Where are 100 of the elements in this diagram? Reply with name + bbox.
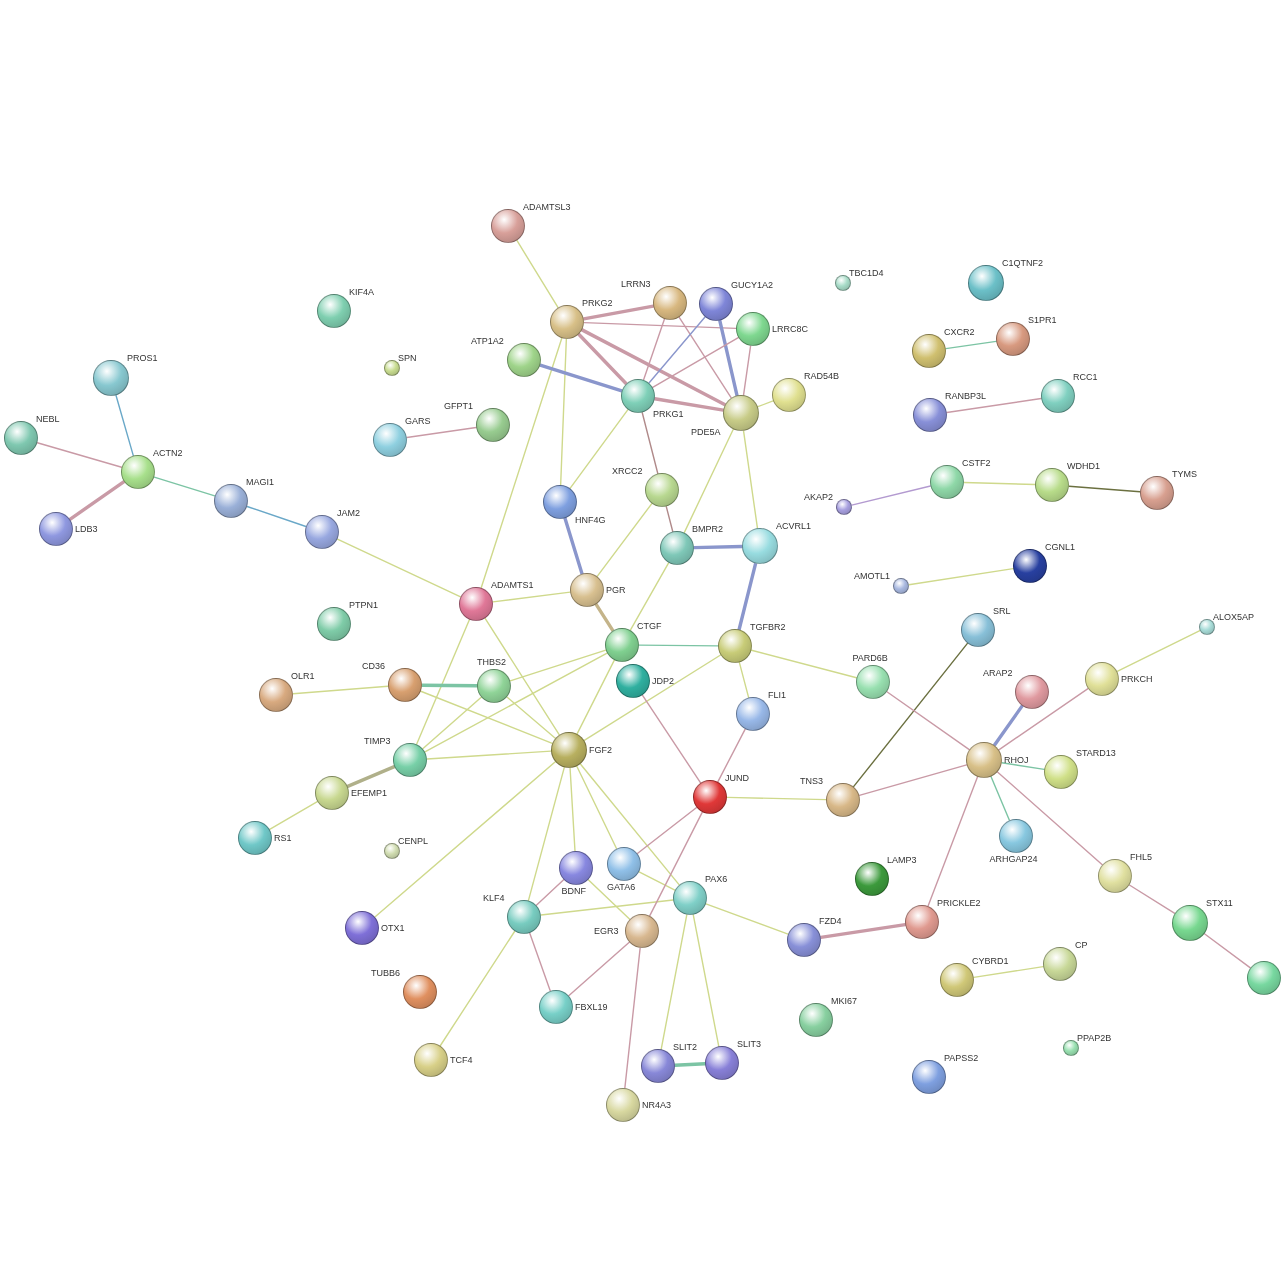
- gene-label: GATA6: [607, 882, 637, 893]
- interaction-line: [692, 914, 720, 1047]
- interaction-line: [624, 947, 641, 1089]
- gene-label: FZD4: [819, 916, 843, 927]
- gene-label: PRKG1: [653, 409, 685, 420]
- interaction-line: [665, 505, 674, 533]
- gene-label: JUND: [725, 773, 750, 784]
- gene-label: PROS1: [127, 353, 159, 364]
- gene-label: TUBB6: [371, 968, 401, 979]
- interaction-line: [738, 661, 750, 699]
- gene-label: BMPR2: [692, 524, 724, 535]
- interaction-line: [439, 930, 516, 1047]
- interaction-line: [529, 932, 551, 992]
- interaction-line: [480, 337, 563, 589]
- gene-label: C1QTNF2: [1002, 258, 1044, 269]
- gene-label: ADAMTS1: [491, 580, 535, 591]
- interaction-line: [750, 649, 858, 679]
- gene-label: CGNL1: [1045, 542, 1076, 553]
- gene-label: LDB3: [75, 523, 99, 535]
- interaction-line: [673, 1062, 707, 1067]
- gene-label: FGF2: [589, 744, 613, 756]
- interaction-line: [492, 591, 571, 603]
- interaction-line: [424, 652, 608, 753]
- interaction-line: [269, 800, 318, 831]
- gene-label: STX11: [1206, 898, 1234, 909]
- interaction-line: [506, 696, 556, 740]
- interaction-line: [579, 763, 680, 886]
- interaction-line: [638, 644, 719, 647]
- interaction-line: [577, 332, 628, 386]
- interaction-line: [569, 409, 629, 489]
- interaction-line: [516, 239, 559, 309]
- gene-label: KLF4: [483, 893, 506, 904]
- interaction-line: [246, 505, 307, 528]
- interaction-line: [153, 476, 216, 497]
- gene-label: PAPSS2: [944, 1053, 980, 1064]
- gene-label: TYMS: [1172, 469, 1198, 480]
- gene-label: RS1: [274, 832, 293, 844]
- interaction-line: [851, 485, 932, 506]
- gene-label: LAMP3: [887, 855, 918, 866]
- interaction-line: [886, 691, 970, 751]
- gene-label: ATP1A2: [471, 336, 505, 347]
- gene-label: WDHD1: [1067, 461, 1101, 472]
- interaction-line: [757, 400, 774, 408]
- gene-label: SLIT2: [673, 1042, 698, 1053]
- interaction-line: [559, 338, 568, 486]
- interaction-line: [653, 397, 725, 412]
- gene-label: EFEMP1: [351, 787, 388, 799]
- gene-label: AMOTL1: [854, 571, 891, 582]
- interaction-line: [652, 336, 739, 389]
- gene-label: FHL5: [1130, 852, 1153, 863]
- gene-label: ACVRL1: [776, 521, 812, 532]
- gene-label: SRL: [993, 606, 1012, 617]
- gene-label: GUCY1A2: [731, 280, 775, 291]
- gene-label: PTPN1: [349, 600, 379, 611]
- gene-label: PRKG2: [582, 298, 614, 309]
- interaction-line: [641, 411, 659, 475]
- interaction-line: [648, 316, 706, 384]
- interaction-line: [580, 328, 727, 407]
- interaction-line: [1203, 933, 1252, 969]
- gene-label: ARHGAP24: [989, 854, 1039, 865]
- interaction-line: [742, 430, 759, 529]
- interaction-line: [992, 704, 1024, 747]
- interaction-line: [692, 544, 744, 550]
- gene-label: PRKCH: [1121, 673, 1154, 685]
- interaction-line: [996, 771, 1103, 866]
- gene-label: CYBRD1: [972, 956, 1010, 967]
- interaction-line: [945, 340, 997, 350]
- gene-label: HNF4G: [575, 515, 607, 526]
- interaction-line: [705, 903, 789, 935]
- gene-label: SPN: [398, 353, 418, 364]
- gene-label: PGR: [606, 584, 627, 596]
- interaction-line: [742, 345, 752, 396]
- interaction-line: [1068, 485, 1141, 493]
- interaction-line: [374, 761, 557, 918]
- gene-label: LRRC8C: [772, 323, 809, 335]
- gene-label: MKI67: [831, 996, 858, 1007]
- gene-label: CTGF: [637, 621, 663, 632]
- gene-label: TIMP3: [364, 736, 392, 747]
- gene-label: CSTF2: [962, 458, 992, 469]
- gene-label: THBS2: [477, 657, 507, 668]
- gene-label: SLIT3: [737, 1039, 762, 1050]
- gene-label: CXCR2: [944, 327, 976, 338]
- interaction-line: [858, 764, 968, 797]
- interaction-line: [908, 567, 1014, 586]
- gene-label: KIF4A: [349, 287, 375, 298]
- gene-label: GARS: [405, 416, 432, 427]
- interaction-line: [535, 878, 565, 907]
- gene-label: AKAP2: [804, 492, 835, 503]
- gene-label: ADAMTSL3: [523, 202, 572, 213]
- gene-label: JAM2: [337, 508, 361, 519]
- gene-label: CD36: [362, 661, 386, 672]
- gene-label: PDE5A: [691, 427, 722, 438]
- interaction-line: [484, 617, 561, 736]
- interaction-line: [638, 871, 676, 891]
- interaction-line: [1128, 884, 1176, 915]
- gene-label: PARD6B: [852, 653, 889, 664]
- interaction-line: [420, 683, 479, 688]
- gene-label: OLR1: [291, 671, 316, 682]
- gene-label: FBXL19: [575, 1001, 609, 1013]
- gene-label: PAX6: [705, 874, 729, 885]
